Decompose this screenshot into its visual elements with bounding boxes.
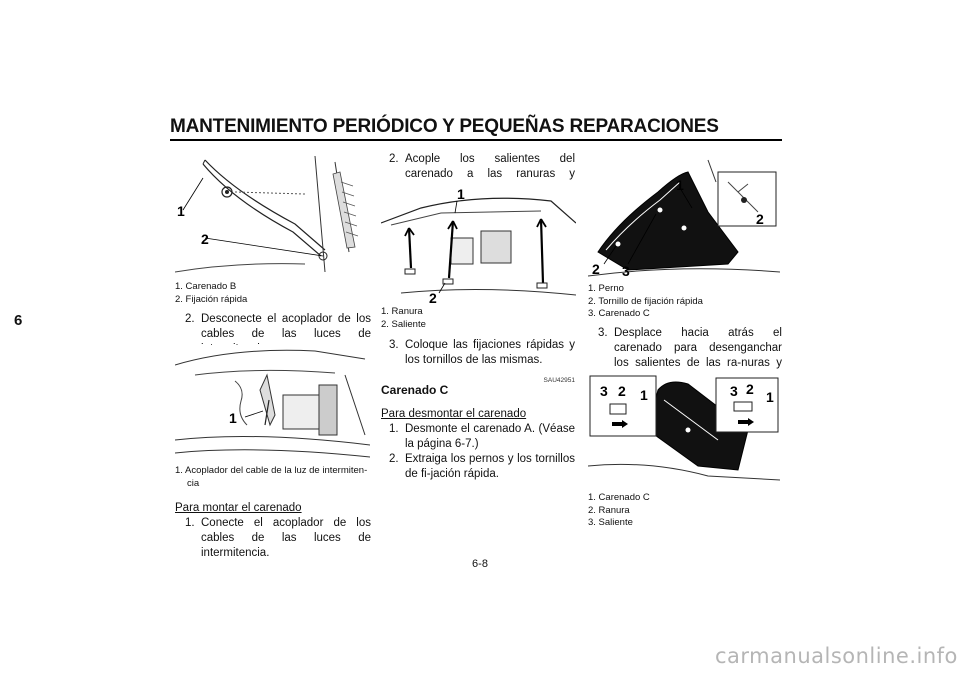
callout-2: 2 [201,231,209,247]
callout-3: 3 [622,263,630,279]
step-number: 2. [389,453,399,465]
mount-heading: Para montar el carenado [175,502,302,514]
legend-item: 1. Perno [588,283,624,294]
col2-fig-legend: 1. Ranura 2. Saliente [381,306,581,331]
col3-fig2-legend: 1. Carenado C 2. Ranura 3. Saliente [588,492,788,530]
fairing-c-illustration: 1 2 2 3 [588,159,780,279]
legend-item: 1. Acoplador del cable de la luz de inte… [175,465,368,476]
legend-item: 1. Carenado C [588,492,650,503]
col1-step-2: 2. Desconecte el acoplador de los cables… [185,312,371,357]
slot-tab-illustration: 1 2 [381,186,576,303]
section-tab: 6 [0,312,40,330]
figure-fairing-c-removal: 3 2 1 3 2 1 [588,370,780,488]
remove-heading: Para desmontar el carenado [381,408,527,420]
page-title: MANTENIMIENTO PERIÓDICO Y PEQUEÑAS REPAR… [170,116,719,137]
step-number: 2. [389,153,399,165]
legend-item: 3. Saliente [588,517,633,528]
step-number: 1. [389,423,399,435]
callout-1: 1 [676,177,684,193]
step-text: Conecte el acoplador de los cables de la… [201,517,371,559]
step-text: Extraiga los pernos y los tornillos de f… [405,453,575,480]
figure-turn-signal-coupler: 1 [175,345,370,460]
legend-item: 1. Ranura [381,306,423,317]
fig2-legend: 1. Acoplador del cable de la luz de inte… [175,465,375,490]
callout-1: 1 [457,186,465,202]
legend-item: 1. Carenado B [175,281,237,292]
legend-item: 2. Ranura [588,504,630,516]
coupler-illustration: 1 [175,349,370,458]
title-rule [170,139,782,141]
section-heading: Carenado C [381,383,449,397]
callout-2: 2 [756,211,764,227]
fairing-b-illustration: 1 2 [175,155,359,273]
step-text: Coloque las fijaciones rápidas y los tor… [405,339,575,366]
col1-step-1: 1. Conecte el acoplador de los cables de… [185,516,371,561]
figure-slot-tab: 1 2 [381,183,576,303]
step-number: 2. [185,313,195,325]
col2-remove-step-2: 2. Extraiga los pernos y los tornillos d… [389,452,575,482]
callout-2: 2 [429,290,437,303]
callout-2: 2 [592,261,600,277]
section-tab-label: 6 [14,312,23,329]
callout-1: 1 [177,203,185,219]
col2-step-3: 3. Coloque las fijaciones rápidas y los … [389,338,575,368]
callout-2: 2 [618,383,626,399]
fairing-c-removal-illustration: 3 2 1 3 2 1 [588,375,780,481]
doc-code: SAU42951 [543,377,575,384]
figure-fairing-b: 1 2 [175,152,367,277]
callout-1: 1 [229,410,237,426]
callout-3: 3 [730,383,738,399]
step-text: Desconecte el acoplador de los cables de… [201,313,371,355]
step-number: 1. [185,517,195,529]
col3-fig1-legend: 1. Perno 2. Tornillo de fijación rápida … [588,283,788,321]
legend-item: cia [187,477,200,489]
legend-item: 3. Carenado C [588,308,650,319]
step-number: 3. [598,327,608,339]
callout-3: 3 [600,383,608,399]
footer-watermark: carmanualsonline.info [715,644,958,668]
callout-1: 1 [766,389,774,405]
legend-item: 2. Tornillo de fijación rápida [588,295,703,307]
callout-1: 1 [640,387,648,403]
step-number: 3. [389,339,399,351]
col2-remove-step-1: 1. Desmonte el carenado A. (Véase la pág… [389,422,575,452]
callout-2: 2 [746,381,754,397]
step-text: Desmonte el carenado A. (Véase la página… [405,423,575,450]
fig1-legend: 1. Carenado B 2. Fijación rápida [175,281,375,306]
figure-fairing-c-bolts: 1 2 2 3 [588,152,780,280]
legend-item: 2. Saliente [381,318,426,330]
legend-item: 2. Fijación rápida [175,293,248,305]
page-number: 6-8 [472,558,488,570]
